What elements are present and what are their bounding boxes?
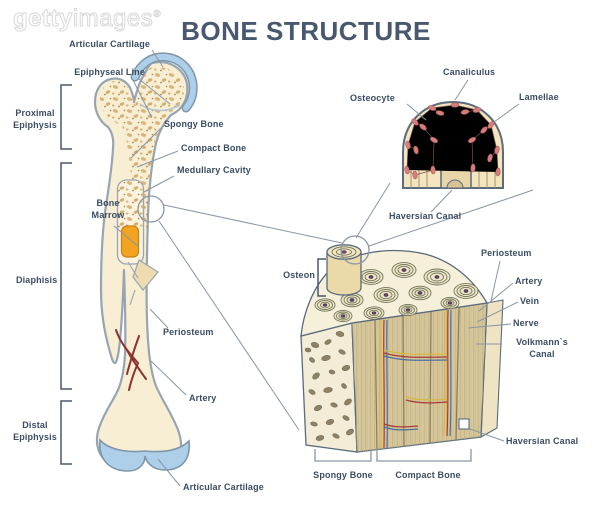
gettyimages-watermark: gettyimages®	[13, 5, 161, 33]
section-brackets	[60, 84, 326, 465]
label-diaphisis: Diaphisis	[16, 275, 58, 285]
magnifier-circle-bone	[137, 195, 165, 223]
articular-cartilage-bottom-shape	[99, 438, 191, 472]
label-spongy-bone-block: Spongy Bone	[313, 470, 373, 480]
magnifier-circle-osteon	[340, 235, 370, 265]
registered-symbol: ®	[153, 9, 162, 21]
label-epiphyseal-line: Epiphyseal Line	[74, 67, 145, 77]
label-artery-left: Artery	[189, 393, 217, 403]
label-periosteum-block: Periosteum	[481, 248, 532, 258]
label-nerve: Nerve	[513, 318, 539, 328]
watermark-bold: getty	[13, 5, 73, 33]
page-title: BONE STRUCTURE	[181, 16, 431, 46]
label-bone-marrow: Bone Marrow	[91, 198, 125, 220]
label-proximal-epiphysis: Proximal Epiphysis	[13, 108, 57, 130]
label-haversian-canal-block: Haversian Canal	[506, 436, 579, 446]
label-volkmanns-canal: Volkmann`s Canal	[516, 337, 568, 359]
label-vein: Vein	[520, 296, 540, 306]
leader-lines	[113, 49, 534, 487]
label-lamellae: Lamellae	[519, 92, 559, 102]
haversian-canal-marker	[458, 418, 470, 430]
osteocyte-cells	[404, 102, 501, 180]
label-artery-block: Artery	[515, 276, 543, 286]
label-compact-bone-block: Compact Bone	[395, 470, 461, 480]
bone-marrow-shape	[120, 225, 140, 258]
osteon-detail-illustration	[402, 100, 504, 189]
watermark-light: images	[72, 5, 154, 33]
label-distal-epiphysis: Distal Epiphysis	[13, 420, 57, 442]
label-haversian-canal-top: Haversian Canal	[389, 211, 462, 221]
label-medullary-cavity: Medullary Cavity	[177, 165, 251, 175]
label-spongy-bone-left: Spongy Bone	[164, 119, 224, 129]
osteon-cylinder	[326, 244, 362, 296]
label-articular-cartilage-bottom: Articular Cartilage	[183, 482, 264, 492]
artery-vessel	[115, 329, 147, 391]
label-articular-cartilage-top: Articular Cartilage	[69, 39, 150, 49]
osteon-rings-top	[314, 262, 479, 323]
blood-vessels	[380, 309, 452, 449]
bone-break-wedge	[132, 259, 159, 291]
label-compact-bone-left: Compact Bone	[181, 143, 247, 153]
bottom-brackets	[314, 449, 472, 462]
spongy-bone-face	[304, 331, 354, 441]
label-canaliculus: Canaliculus	[443, 67, 496, 77]
label-osteocyte: Osteocyte	[350, 93, 395, 103]
bone-block-illustration	[300, 235, 504, 453]
label-periosteum-left: Periosteum	[163, 327, 214, 337]
label-osteon: Osteon	[283, 270, 315, 280]
